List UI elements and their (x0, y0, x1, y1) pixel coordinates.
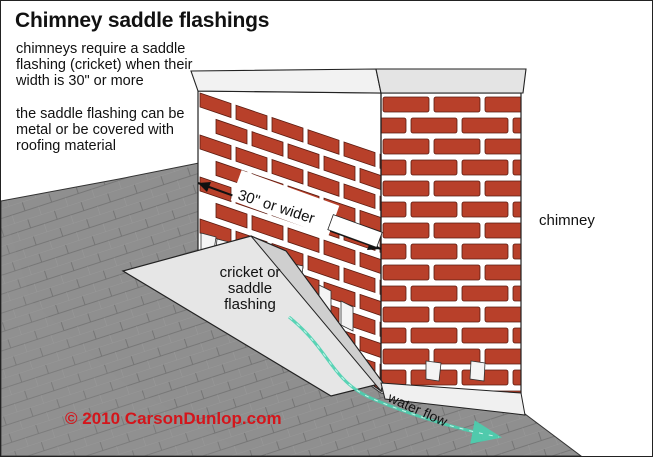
brick (410, 159, 458, 176)
brick (287, 143, 320, 170)
brick (343, 267, 376, 294)
brick (379, 237, 381, 264)
brick (381, 285, 407, 302)
brick (382, 306, 430, 323)
brick (484, 264, 521, 281)
brick (381, 327, 407, 344)
brick (287, 227, 320, 254)
brick (323, 155, 356, 182)
brick (512, 285, 521, 302)
brick (433, 180, 481, 197)
brick (382, 348, 430, 365)
diagram-title: Chimney saddle flashings (15, 9, 270, 32)
brick (484, 222, 521, 239)
brick (433, 306, 481, 323)
brick (215, 118, 248, 145)
chimney-front-face (381, 93, 521, 393)
brick (484, 306, 521, 323)
brick (323, 239, 356, 266)
brick (484, 180, 521, 197)
brick (379, 153, 381, 180)
brick (379, 363, 381, 390)
brick (379, 195, 381, 222)
brick (382, 180, 430, 197)
brick (410, 243, 458, 260)
brick (433, 348, 481, 365)
material-note: the saddle flashing can be metal or be c… (16, 106, 185, 154)
brick (343, 141, 376, 168)
brick (381, 159, 407, 176)
brick (271, 158, 304, 185)
brick (307, 129, 340, 155)
brick (484, 390, 521, 393)
chimney-label: chimney (539, 212, 595, 229)
brick (461, 243, 509, 260)
brick (381, 201, 407, 218)
brick (251, 215, 284, 241)
brick (461, 369, 509, 386)
brick (512, 201, 521, 218)
brick (271, 116, 304, 143)
brick (512, 369, 521, 386)
brick (381, 117, 407, 134)
brick (410, 285, 458, 302)
brick (410, 117, 458, 134)
brick (235, 146, 268, 173)
brick (410, 201, 458, 218)
brick (410, 327, 458, 344)
brick (382, 138, 430, 155)
brick (235, 104, 268, 131)
brick (461, 201, 509, 218)
brick (461, 159, 509, 176)
brick (307, 255, 340, 281)
brick (512, 117, 521, 134)
brick (382, 264, 430, 281)
width-dimension (197, 170, 383, 250)
brick (512, 327, 521, 344)
brick (343, 183, 376, 210)
brick (379, 321, 381, 348)
brick (199, 92, 232, 119)
roof-plane-lower (1, 201, 251, 456)
brick (199, 134, 232, 161)
brick (433, 222, 481, 239)
brick (461, 117, 509, 134)
brick (433, 264, 481, 281)
brick (381, 243, 407, 260)
brick (484, 96, 521, 113)
roof-plane (1, 162, 582, 456)
brick (433, 96, 481, 113)
cricket-label: cricket or saddle flashing (219, 264, 281, 313)
cricket-saddle (121, 235, 526, 416)
brick (484, 348, 521, 365)
copyright-notice: © 2010 CarsonDunlop.com (65, 409, 282, 428)
brick (461, 285, 509, 302)
brick (512, 159, 521, 176)
brick (215, 202, 248, 229)
requirement-note: chimneys require a saddle flashing (cric… (16, 41, 193, 89)
brick (251, 131, 284, 157)
brick (382, 96, 430, 113)
brick (382, 222, 430, 239)
chimney-cap (190, 68, 527, 94)
brick (379, 279, 381, 306)
brick (461, 327, 509, 344)
brick (512, 243, 521, 260)
brick (433, 138, 481, 155)
brick (307, 171, 340, 197)
brick (484, 138, 521, 155)
